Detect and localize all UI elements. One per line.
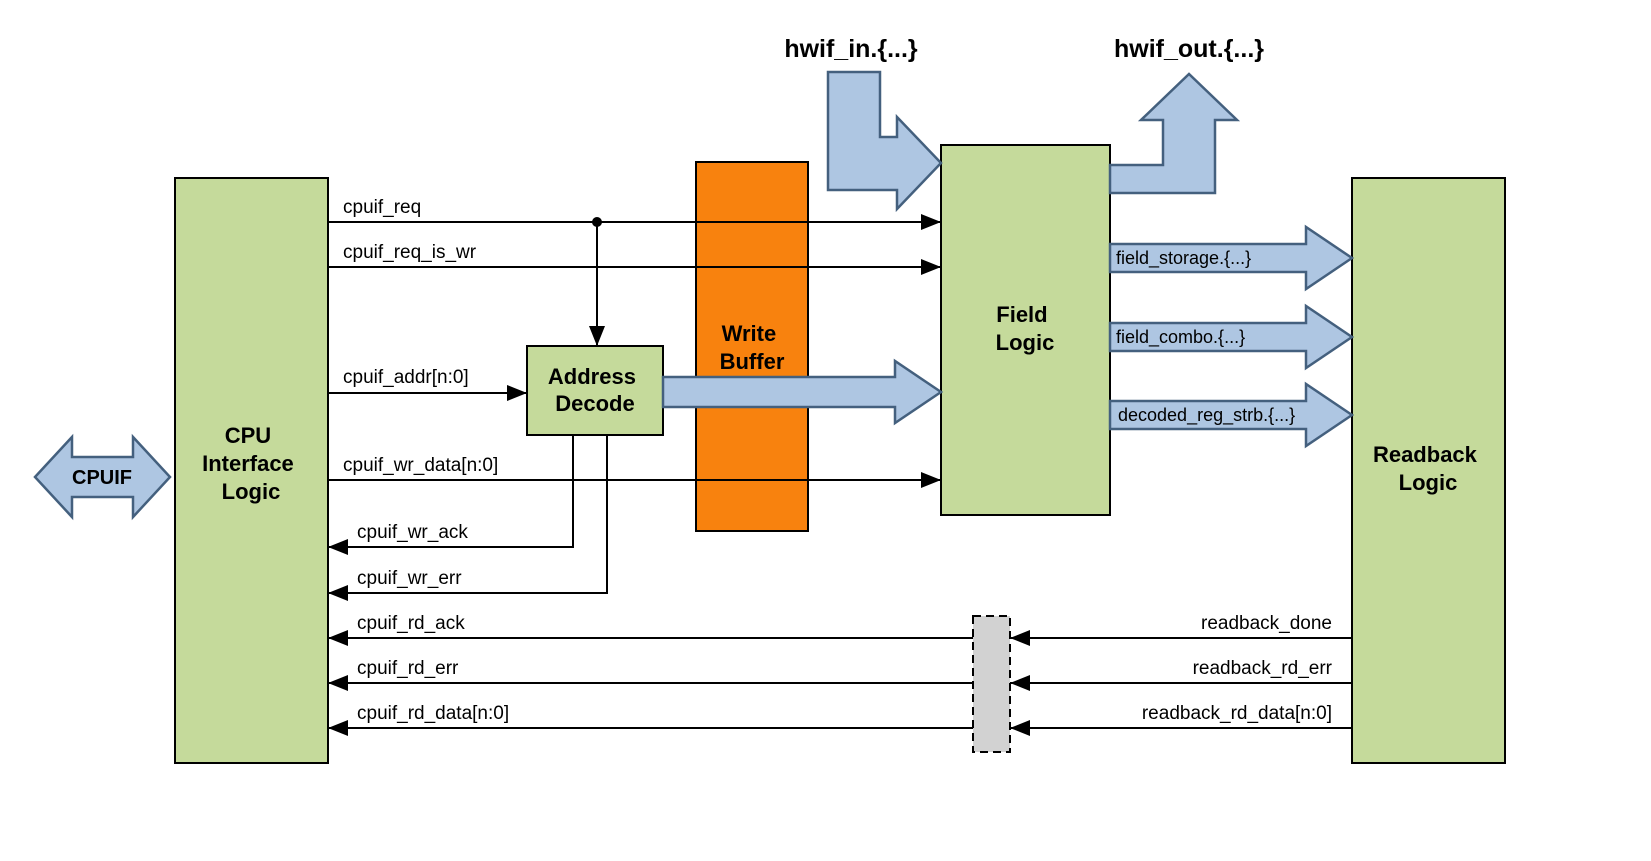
readback-done-label: readback_done: [1201, 613, 1332, 634]
cpuif-port-label: CPUIF: [72, 467, 132, 489]
decoded-reg-strb-label: decoded_reg_strb.{...}: [1118, 405, 1295, 426]
cpu-interface-logic-label: CPU Interface Logic: [202, 423, 300, 504]
cpuif-rd-data-label: cpuif_rd_data[n:0]: [357, 703, 509, 724]
signal-cpuif-wr-ack-line: [328, 435, 574, 555]
field-logic-block: [940, 144, 1111, 516]
field-storage-label: field_storage.{...}: [1116, 248, 1251, 269]
cpuif-wr-err-label: cpuif_wr_err: [357, 568, 462, 589]
hwif-in-port-label: hwif_in.{...}: [784, 35, 918, 63]
cpuif-rd-ack-label: cpuif_rd_ack: [357, 613, 465, 634]
readback-logic-block: [1351, 177, 1506, 764]
write-buffer-block: [695, 161, 809, 532]
field-storage-bus-arrow: [1108, 224, 1355, 292]
decode-to-field-bus-arrow: [661, 358, 944, 426]
cpuif-req-is-wr-label: cpuif_req_is_wr: [343, 242, 477, 263]
decoded-reg-strb-bus-arrow: [1108, 381, 1355, 449]
address-decode-block: [526, 345, 664, 436]
cpuif-wr-data-label: cpuif_wr_data[n:0]: [343, 455, 498, 476]
readback-logic-label: Readback Logic: [1373, 442, 1483, 495]
retiming-buffer-box: [972, 615, 1011, 753]
signal-cpuif-wr-err-line: [328, 435, 608, 601]
cpuif-rd-err-label: cpuif_rd_err: [357, 658, 459, 679]
cpuif-req-label: cpuif_req: [343, 197, 421, 218]
hwif-out-arrow: [1108, 72, 1241, 195]
cpuif-bidirectional-arrow: [33, 433, 172, 521]
readback-rd-data-label: readback_rd_data[n:0]: [1142, 703, 1332, 724]
field-combo-label: field_combo.{...}: [1116, 327, 1245, 348]
hwif-in-arrow: [826, 70, 943, 213]
cpuif-wr-ack-label: cpuif_wr_ack: [357, 522, 468, 543]
cpu-interface-logic-block: [174, 177, 329, 764]
field-logic-label: Field Logic: [996, 302, 1055, 355]
wire-junction-dot: [592, 217, 602, 227]
readback-rd-err-label: readback_rd_err: [1193, 658, 1333, 679]
hwif-out-port-label: hwif_out.{...}: [1114, 35, 1264, 63]
write-buffer-label: Write Buffer: [720, 321, 785, 374]
cpuif-addr-label: cpuif_addr[n:0]: [343, 367, 469, 388]
address-decode-label: Address Decode: [548, 364, 642, 416]
field-combo-bus-arrow: [1108, 303, 1355, 371]
